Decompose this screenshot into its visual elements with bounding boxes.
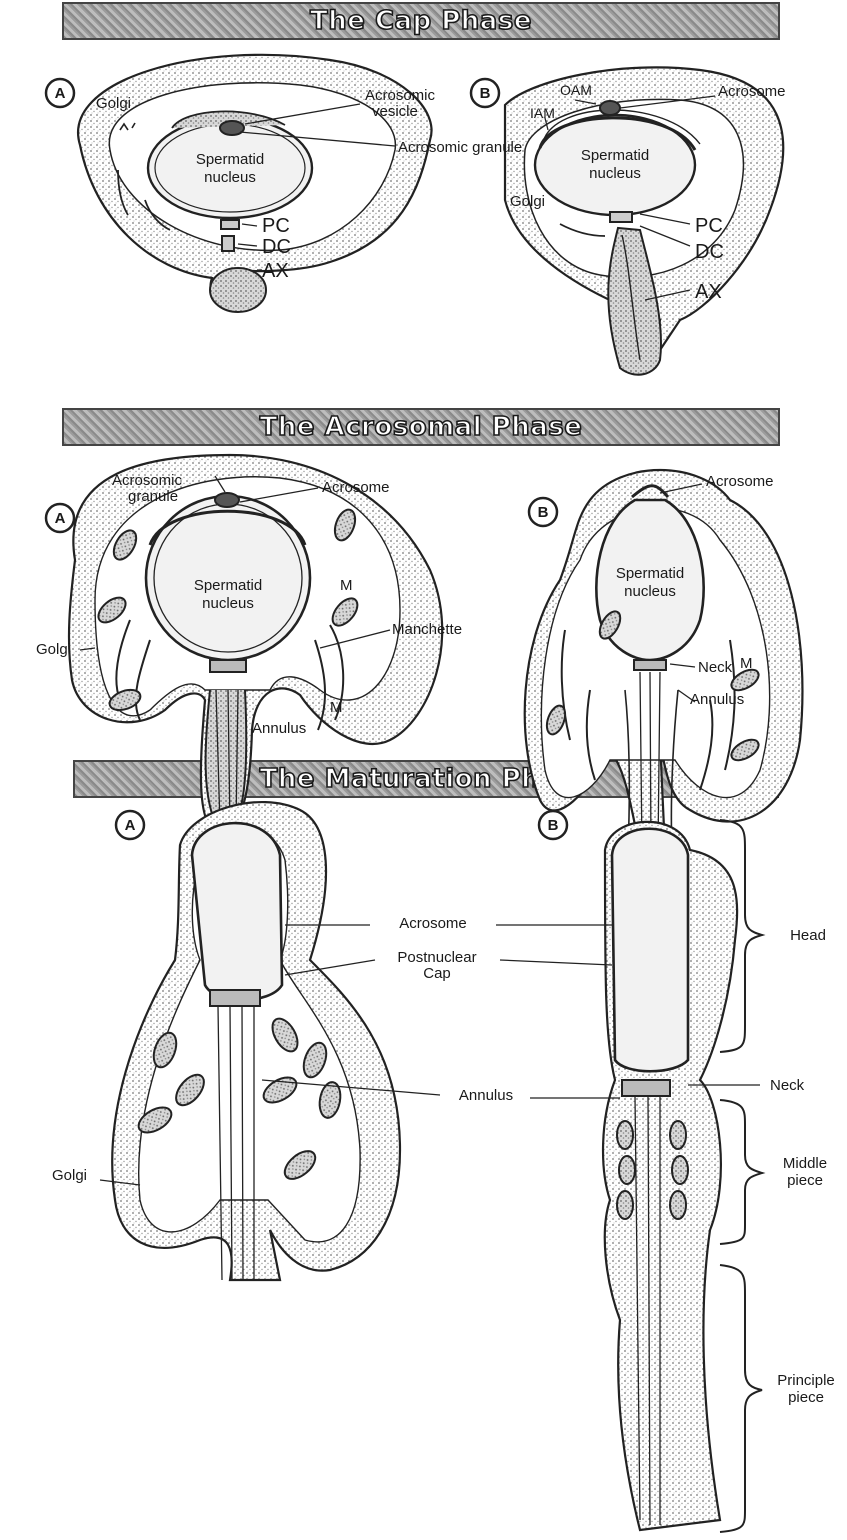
cap-b-oam-label: OAM xyxy=(560,82,592,98)
acro-a-acrosome-label: Acrosome xyxy=(322,479,390,496)
maturation-a-letter: A xyxy=(125,817,136,834)
cap-b-golgi-label: Golgi xyxy=(510,193,545,210)
middle-piece-label-1: Middle xyxy=(783,1155,827,1172)
cap-a-nucleus-label-2: nucleus xyxy=(204,169,256,186)
neck-region-label: Neck xyxy=(770,1077,805,1094)
middle-piece-label-2: piece xyxy=(787,1172,823,1189)
acrosomal-b-letter: B xyxy=(538,504,549,521)
acro-a-m1-label: M xyxy=(340,577,353,594)
maturation-a-cell xyxy=(112,802,400,1280)
cap-b-iam-label: IAM xyxy=(530,105,555,121)
acrosomic-granule-label: Acrosomic granule xyxy=(398,139,522,156)
principle-piece-label-2: piece xyxy=(788,1389,824,1406)
manchette-label: Manchette xyxy=(392,621,462,638)
cap-b-pc-label: PC xyxy=(695,215,723,237)
acro-a-granule-label-1: Acrosomic xyxy=(112,472,183,489)
acro-b-m-label: M xyxy=(740,655,753,672)
maturation-b-cell xyxy=(603,822,737,1530)
acro-a-golgi-label: Golgi xyxy=(36,641,71,658)
mat-postnuclear-cap-label-2: Cap xyxy=(423,965,451,982)
acro-a-nucleus-label-2: nucleus xyxy=(202,595,254,612)
middle-piece-brace xyxy=(720,1100,762,1244)
acrosomal-b-cell xyxy=(525,470,803,850)
cap-b-nucleus-label-2: nucleus xyxy=(589,165,641,182)
acrosomal-a-cell xyxy=(69,455,442,832)
cap-b-dc-label: DC xyxy=(695,241,724,263)
cap-a-ax-label: AX xyxy=(262,260,289,282)
cap-a-dc-label: DC xyxy=(262,236,291,258)
cap-b-nucleus-label-1: Spermatid xyxy=(581,147,649,164)
cap-b-letter: B xyxy=(480,85,491,102)
acro-a-m2-label: M xyxy=(330,699,343,716)
cap-b-acrosome-label: Acrosome xyxy=(718,83,786,100)
cap-a-acrosomic-vesicle-label-1: Acrosomic xyxy=(365,87,436,104)
head-label: Head xyxy=(790,927,826,944)
acro-a-nucleus-label-1: Spermatid xyxy=(194,577,262,594)
mat-annulus-label: Annulus xyxy=(459,1087,513,1104)
acro-a-granule-label-2: granule xyxy=(128,488,178,505)
mat-golgi-label: Golgi xyxy=(52,1167,87,1184)
cap-a-letter: A xyxy=(55,85,66,102)
acro-a-annulus-label: Annulus xyxy=(252,720,306,737)
cap-b-ax-label: AX xyxy=(695,281,722,303)
cap-a-pc-label: PC xyxy=(262,215,290,237)
acro-b-annulus-label: Annulus xyxy=(690,691,744,708)
principle-piece-brace xyxy=(720,1265,762,1532)
acrosomal-a-letter: A xyxy=(55,510,66,527)
cap-a-acrosomic-vesicle-label-2: vesicle xyxy=(372,103,418,120)
acro-b-nucleus-label-1: Spermatid xyxy=(616,565,684,582)
mat-acrosome-label: Acrosome xyxy=(399,915,467,932)
cap-a-golgi-label: Golgi xyxy=(96,95,131,112)
principle-piece-label-1: Principle xyxy=(777,1372,835,1389)
acro-b-acrosome-label: Acrosome xyxy=(706,473,774,490)
maturation-b-letter: B xyxy=(548,817,559,834)
acro-b-nucleus-label-2: nucleus xyxy=(624,583,676,600)
acro-b-neck-label: Neck xyxy=(698,659,733,676)
cap-a-nucleus-label-1: Spermatid xyxy=(196,151,264,168)
mat-postnuclear-cap-label-1: Postnuclear xyxy=(397,949,476,966)
